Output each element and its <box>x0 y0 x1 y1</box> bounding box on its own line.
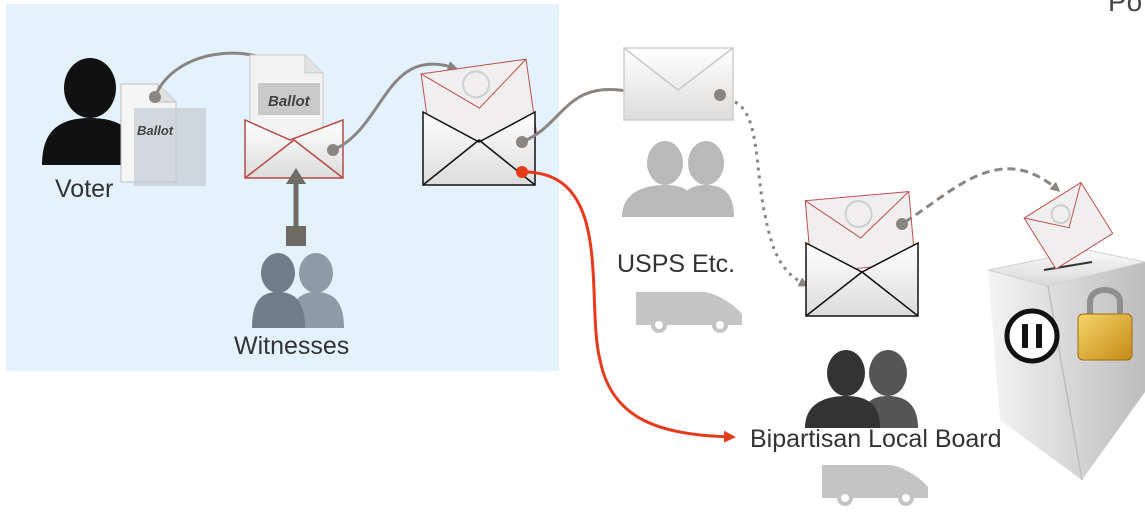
board-label: Bipartisan Local Board <box>750 425 1002 453</box>
dotted-arrow-to-board-envelope <box>734 100 809 287</box>
dashed-arrow-to-ballot-box <box>904 167 1061 224</box>
arrow-to-board <box>521 170 736 443</box>
padlock-icon <box>1077 287 1133 361</box>
arrow-to-usps <box>521 85 635 144</box>
usps-label: USPS Etc. <box>617 250 736 278</box>
arrow-red-dot <box>516 166 528 178</box>
envelope-with-ballot-icon: Ballot <box>244 54 344 179</box>
arrow-to-sealed-envelope <box>332 61 458 152</box>
witnesses-label: Witnesses <box>234 332 350 360</box>
arrow-dot <box>327 144 339 156</box>
corner-text: Po <box>1108 0 1143 17</box>
board-envelope-icon <box>804 191 919 317</box>
witness-arrow <box>286 168 306 246</box>
arrow-start-dot <box>149 91 161 103</box>
ballot-paper-small-icon: Ballot <box>120 83 206 186</box>
voter-label: Voter <box>55 175 114 203</box>
pause-icon <box>1004 308 1060 364</box>
voter-person-icon <box>42 58 140 165</box>
ballot-large-label: Ballot <box>268 93 311 110</box>
mailed-envelope-icon <box>623 47 734 121</box>
usps-people-icon <box>622 141 734 217</box>
arrow-dot <box>714 89 726 101</box>
board-van-icon <box>822 465 928 506</box>
witnesses-people-icon <box>252 253 344 328</box>
arrow-dot <box>516 136 528 148</box>
usps-van-icon <box>636 292 742 333</box>
board-people-icon <box>805 350 918 428</box>
ballot-box-icon <box>987 249 1145 481</box>
envelope-into-box-icon <box>1023 181 1114 270</box>
ballot-small-label: Ballot <box>137 123 174 138</box>
sealed-envelope-icon <box>420 58 537 186</box>
